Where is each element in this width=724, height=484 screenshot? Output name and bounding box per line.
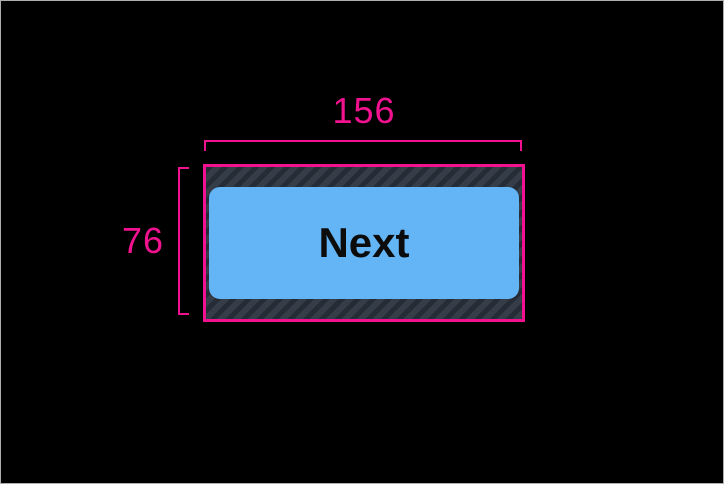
height-dimension-label: 76: [121, 220, 165, 261]
width-dimension-label: 156: [332, 90, 396, 131]
width-measurement-bracket: [204, 140, 522, 151]
next-button[interactable]: Next: [209, 187, 519, 299]
selection-highlight-box: Next: [203, 164, 525, 322]
height-measurement-bracket: [178, 167, 189, 315]
